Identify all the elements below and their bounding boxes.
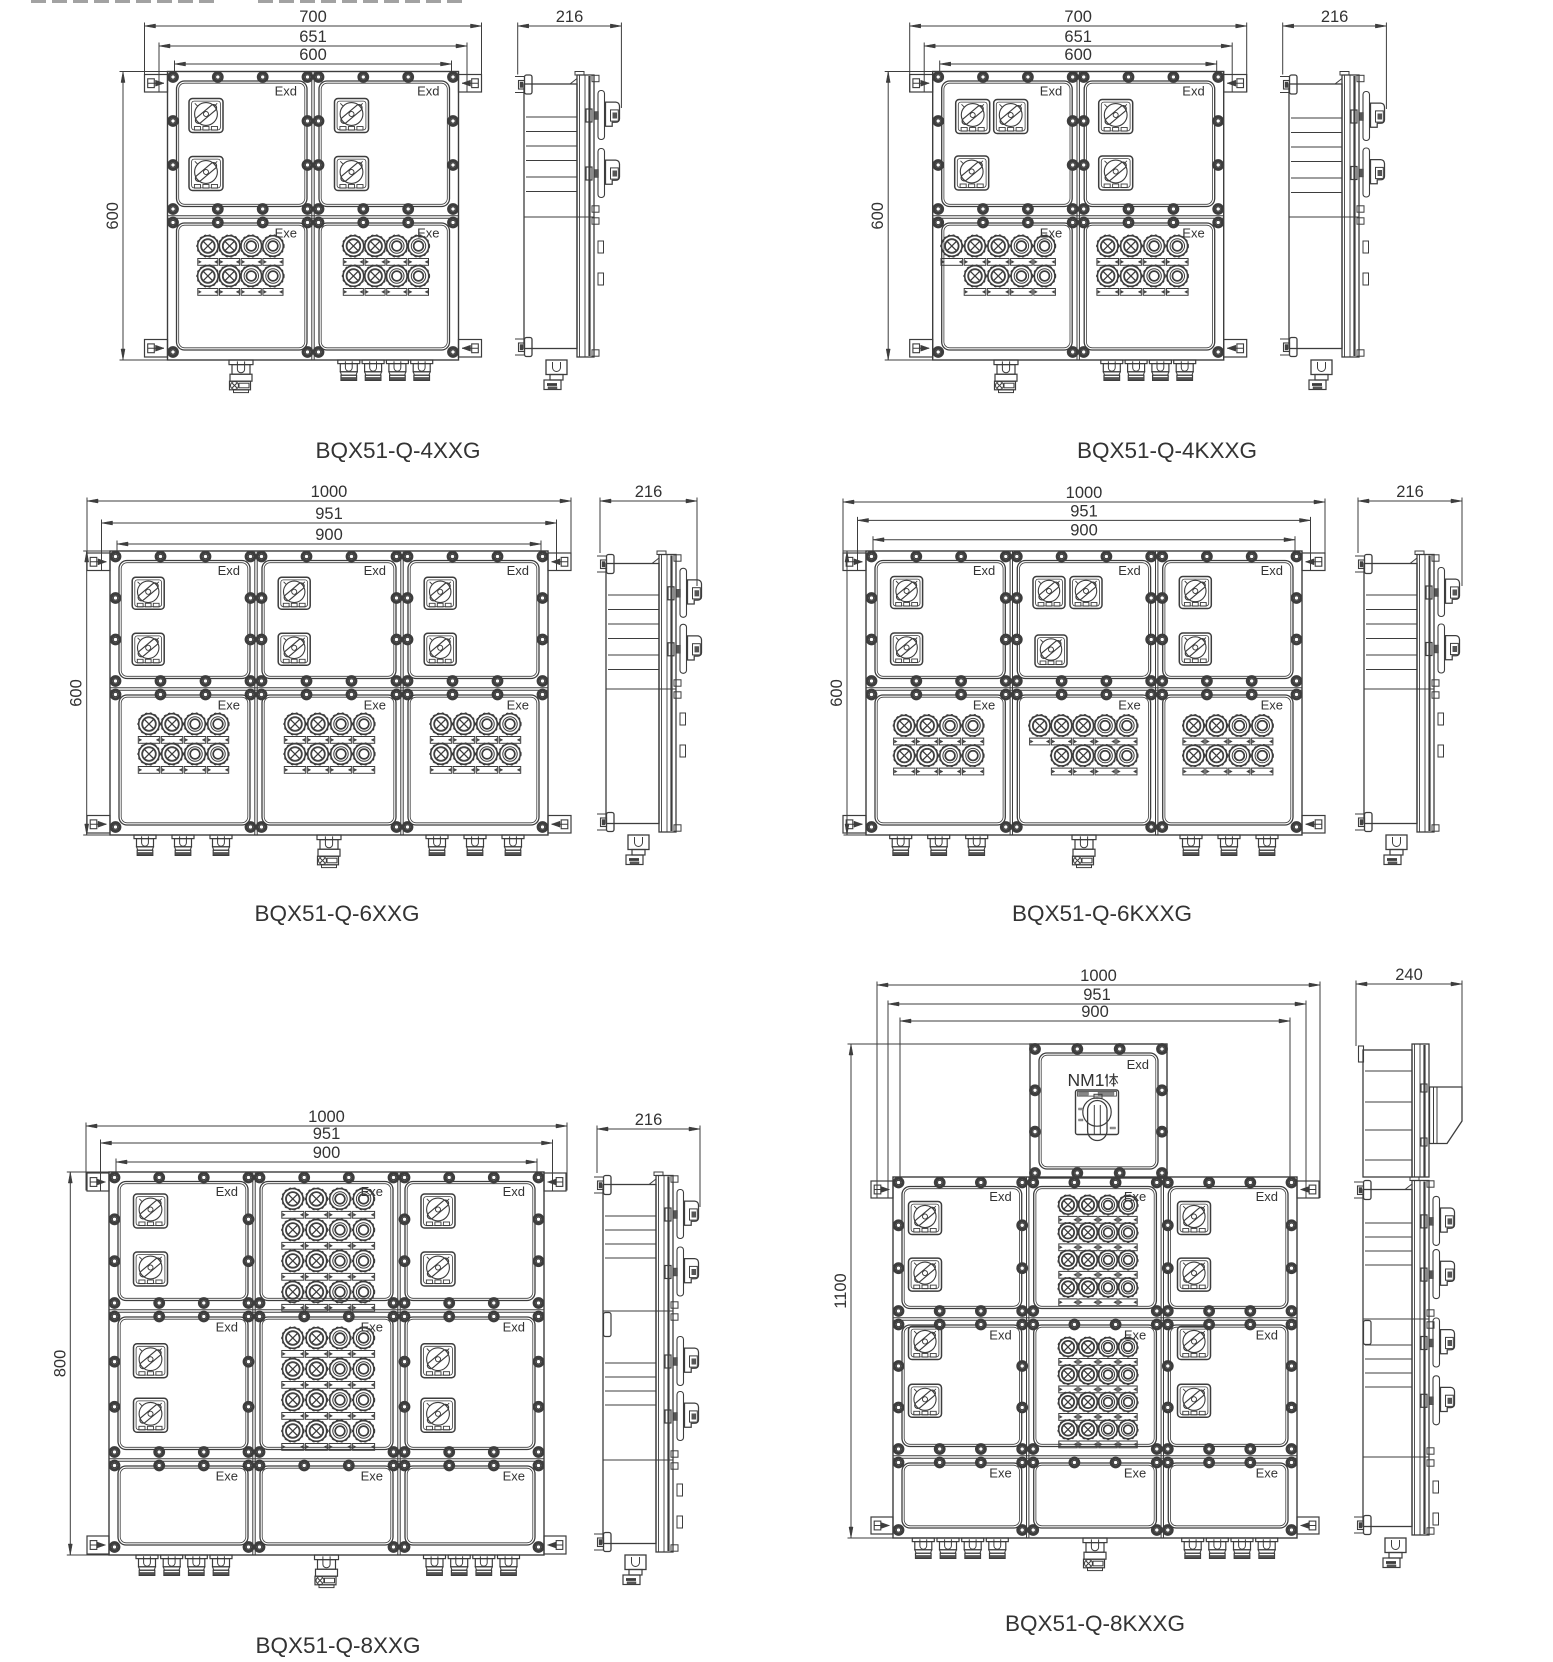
svg-text:Exe: Exe <box>1124 1189 1146 1204</box>
svg-text:1000: 1000 <box>1066 484 1103 502</box>
svg-text:BQX51-Q-8XXG: BQX51-Q-8XXG <box>255 1633 420 1658</box>
svg-text:Exe: Exe <box>364 698 386 713</box>
svg-text:Exd: Exd <box>503 1320 525 1335</box>
svg-text:Exd: Exd <box>989 1189 1011 1204</box>
svg-text:Exe: Exe <box>1040 226 1062 241</box>
svg-text:951: 951 <box>315 505 343 523</box>
svg-text:NM1: NM1 <box>1068 1070 1105 1090</box>
svg-text:Exd: Exd <box>989 1328 1011 1343</box>
svg-text:BQX51-Q-4XXG: BQX51-Q-4XXG <box>315 438 480 463</box>
svg-text:600: 600 <box>869 202 887 230</box>
svg-text:Exd: Exd <box>218 563 240 578</box>
svg-text:Exe: Exe <box>218 698 240 713</box>
svg-text:600: 600 <box>104 202 122 230</box>
svg-text:216: 216 <box>556 8 584 26</box>
svg-text:1000: 1000 <box>311 483 348 501</box>
svg-text:Exe: Exe <box>507 698 529 713</box>
svg-text:1000: 1000 <box>1080 967 1117 985</box>
svg-text:Exe: Exe <box>1118 698 1140 713</box>
svg-text:Exe: Exe <box>973 698 995 713</box>
svg-text:900: 900 <box>1070 522 1098 540</box>
svg-text:216: 216 <box>1321 8 1349 26</box>
svg-text:Exd: Exd <box>364 563 386 578</box>
svg-text:Exe: Exe <box>1124 1466 1146 1481</box>
svg-text:Exd: Exd <box>275 84 297 99</box>
svg-text:1000: 1000 <box>308 1108 345 1126</box>
svg-text:BQX51-Q-6KXXG: BQX51-Q-6KXXG <box>1012 901 1192 926</box>
svg-text:951: 951 <box>313 1125 341 1143</box>
svg-text:600: 600 <box>1064 46 1092 64</box>
svg-text:Exd: Exd <box>1182 84 1204 99</box>
svg-text:Exd: Exd <box>216 1320 238 1335</box>
svg-text:Exd: Exd <box>503 1184 525 1199</box>
svg-text:Exd: Exd <box>973 563 995 578</box>
svg-text:216: 216 <box>1396 483 1424 501</box>
svg-text:600: 600 <box>828 679 846 707</box>
svg-text:600: 600 <box>68 679 86 707</box>
svg-text:Exe: Exe <box>1256 1466 1278 1481</box>
svg-text:BQX51-Q-4KXXG: BQX51-Q-4KXXG <box>1077 438 1257 463</box>
svg-text:651: 651 <box>1064 28 1092 46</box>
svg-text:900: 900 <box>315 526 343 544</box>
svg-text:Exe: Exe <box>1261 698 1283 713</box>
svg-text:Exe: Exe <box>1124 1328 1146 1343</box>
svg-text:Exd: Exd <box>1118 563 1140 578</box>
svg-text:Exd: Exd <box>1261 563 1283 578</box>
svg-text:Exe: Exe <box>1182 226 1204 241</box>
svg-text:Exe: Exe <box>216 1469 238 1484</box>
svg-text:Exd: Exd <box>1127 1057 1149 1072</box>
svg-text:Exe: Exe <box>989 1466 1011 1481</box>
svg-text:651: 651 <box>299 28 327 46</box>
svg-text:700: 700 <box>299 8 327 26</box>
svg-text:Exd: Exd <box>417 84 439 99</box>
svg-text:900: 900 <box>313 1144 341 1162</box>
svg-text:900: 900 <box>1081 1003 1109 1021</box>
svg-text:Exd: Exd <box>507 563 529 578</box>
svg-text:951: 951 <box>1070 502 1098 520</box>
svg-text:Exe: Exe <box>361 1469 383 1484</box>
svg-text:Exd: Exd <box>216 1184 238 1199</box>
svg-text:Exd: Exd <box>1256 1189 1278 1204</box>
svg-text:700: 700 <box>1064 8 1092 26</box>
svg-text:951: 951 <box>1083 986 1111 1004</box>
svg-text:800: 800 <box>51 1350 69 1378</box>
svg-text:216: 216 <box>635 1111 663 1129</box>
svg-text:600: 600 <box>299 46 327 64</box>
svg-text:Exe: Exe <box>275 226 297 241</box>
svg-text:Exd: Exd <box>1040 84 1062 99</box>
svg-text:Exe: Exe <box>417 226 439 241</box>
svg-text:BQX51-Q-8KXXG: BQX51-Q-8KXXG <box>1005 1611 1185 1636</box>
svg-text:240: 240 <box>1395 966 1423 984</box>
svg-text:216: 216 <box>635 483 663 501</box>
svg-text:1100: 1100 <box>832 1273 850 1308</box>
svg-text:BQX51-Q-6XXG: BQX51-Q-6XXG <box>254 901 419 926</box>
svg-text:Exd: Exd <box>1256 1328 1278 1343</box>
svg-text:Exe: Exe <box>503 1469 525 1484</box>
